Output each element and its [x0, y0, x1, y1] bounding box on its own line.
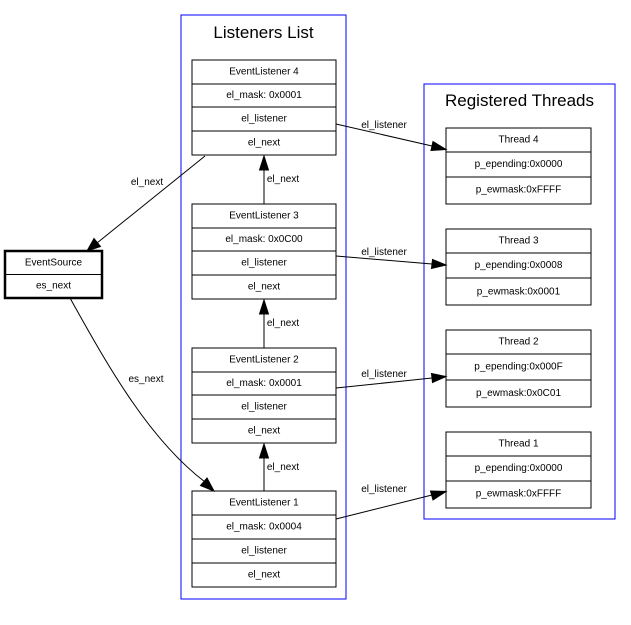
listener-mask: el_mask: 0x0C00 — [225, 234, 303, 245]
listener-field: el_listener — [241, 258, 287, 269]
event-listener-node: EventListener 2 el_mask: 0x0001 el_liste… — [191, 347, 337, 444]
listener-mask: el_mask: 0x0001 — [226, 90, 302, 101]
event-source-next-field: es_next — [36, 281, 71, 292]
el-next-label: el_next — [267, 462, 299, 473]
listener-next-field: el_next — [248, 570, 280, 581]
es-next-edge: es_next — [69, 297, 216, 492]
thread-node: Thread 3 p_epending:0x0008 p_ewmask:0x00… — [445, 228, 592, 306]
event-listener-node: EventListener 3 el_mask: 0x0C00 el_liste… — [191, 203, 337, 300]
thread-node: Thread 2 p_epending:0x000F p_ewmask:0x0C… — [445, 329, 592, 408]
event-listener-node: EventListener 4 el_mask: 0x0001 el_liste… — [191, 59, 337, 156]
thread-mask: p_ewmask:0x0001 — [477, 287, 561, 298]
listener-name: EventListener 1 — [229, 498, 299, 509]
el-listener-label: el_listener — [361, 484, 407, 495]
thread-name: Thread 4 — [498, 135, 538, 146]
el-next-edge: el_next — [258, 298, 299, 348]
event-listener-node: EventListener 1 el_mask: 0x0004 el_liste… — [191, 490, 337, 588]
registered-threads-title: Registered Threads — [445, 91, 594, 110]
listener-field: el_listener — [241, 114, 287, 125]
listener-name: EventListener 3 — [229, 211, 299, 222]
listener-field: el_listener — [241, 402, 287, 413]
thread-name: Thread 2 — [498, 337, 538, 348]
listener-name: EventListener 2 — [229, 355, 299, 366]
el-listener-edge: el_listener — [335, 247, 448, 270]
el-next-edge: el_next — [258, 154, 299, 204]
listener-next-field: el_next — [248, 426, 280, 437]
el-listener-label: el_listener — [361, 247, 407, 258]
listeners-list-title: Listeners List — [213, 23, 313, 42]
el-next-label: el_next — [131, 177, 163, 188]
listeners-list-cluster — [180, 14, 347, 600]
event-source-name: EventSource — [25, 258, 83, 269]
el-next-label: el_next — [267, 174, 299, 185]
thread-name: Thread 1 — [498, 439, 538, 450]
thread-name: Thread 3 — [498, 236, 538, 247]
thread-pending: p_epending:0x000F — [474, 362, 562, 373]
el-next-edge: el_next — [258, 442, 299, 491]
listener-next-field: el_next — [248, 138, 280, 149]
el-listener-edge: el_listener — [335, 369, 448, 389]
thread-pending: p_epending:0x0000 — [475, 463, 563, 474]
el-next-to-source-edge: el_next — [85, 155, 206, 252]
listener-mask: el_mask: 0x0004 — [226, 522, 302, 533]
listener-mask: el_mask: 0x0001 — [226, 378, 302, 389]
el-listener-label: el_listener — [361, 120, 407, 131]
event-source-node: EventSource es_next — [3, 249, 104, 300]
es-next-label: es_next — [128, 374, 163, 385]
thread-mask: p_ewmask:0xFFFF — [476, 489, 562, 500]
listener-name: EventListener 4 — [229, 67, 299, 78]
el-listener-edge: el_listener — [335, 120, 448, 152]
el-listener-edge: el_listener — [335, 484, 448, 520]
thread-pending: p_epending:0x0008 — [475, 260, 563, 271]
listener-next-field: el_next — [248, 282, 280, 293]
thread-node: Thread 1 p_epending:0x0000 p_ewmask:0xFF… — [445, 431, 592, 509]
el-next-label: el_next — [267, 318, 299, 329]
registered-threads-cluster — [423, 83, 616, 520]
thread-node: Thread 4 p_epending:0x0000 p_ewmask:0xFF… — [445, 127, 592, 205]
thread-pending: p_epending:0x0000 — [475, 159, 563, 170]
el-listener-label: el_listener — [361, 369, 407, 380]
thread-mask: p_ewmask:0x0C01 — [476, 388, 561, 399]
thread-mask: p_ewmask:0xFFFF — [476, 185, 562, 196]
listener-field: el_listener — [241, 546, 287, 557]
